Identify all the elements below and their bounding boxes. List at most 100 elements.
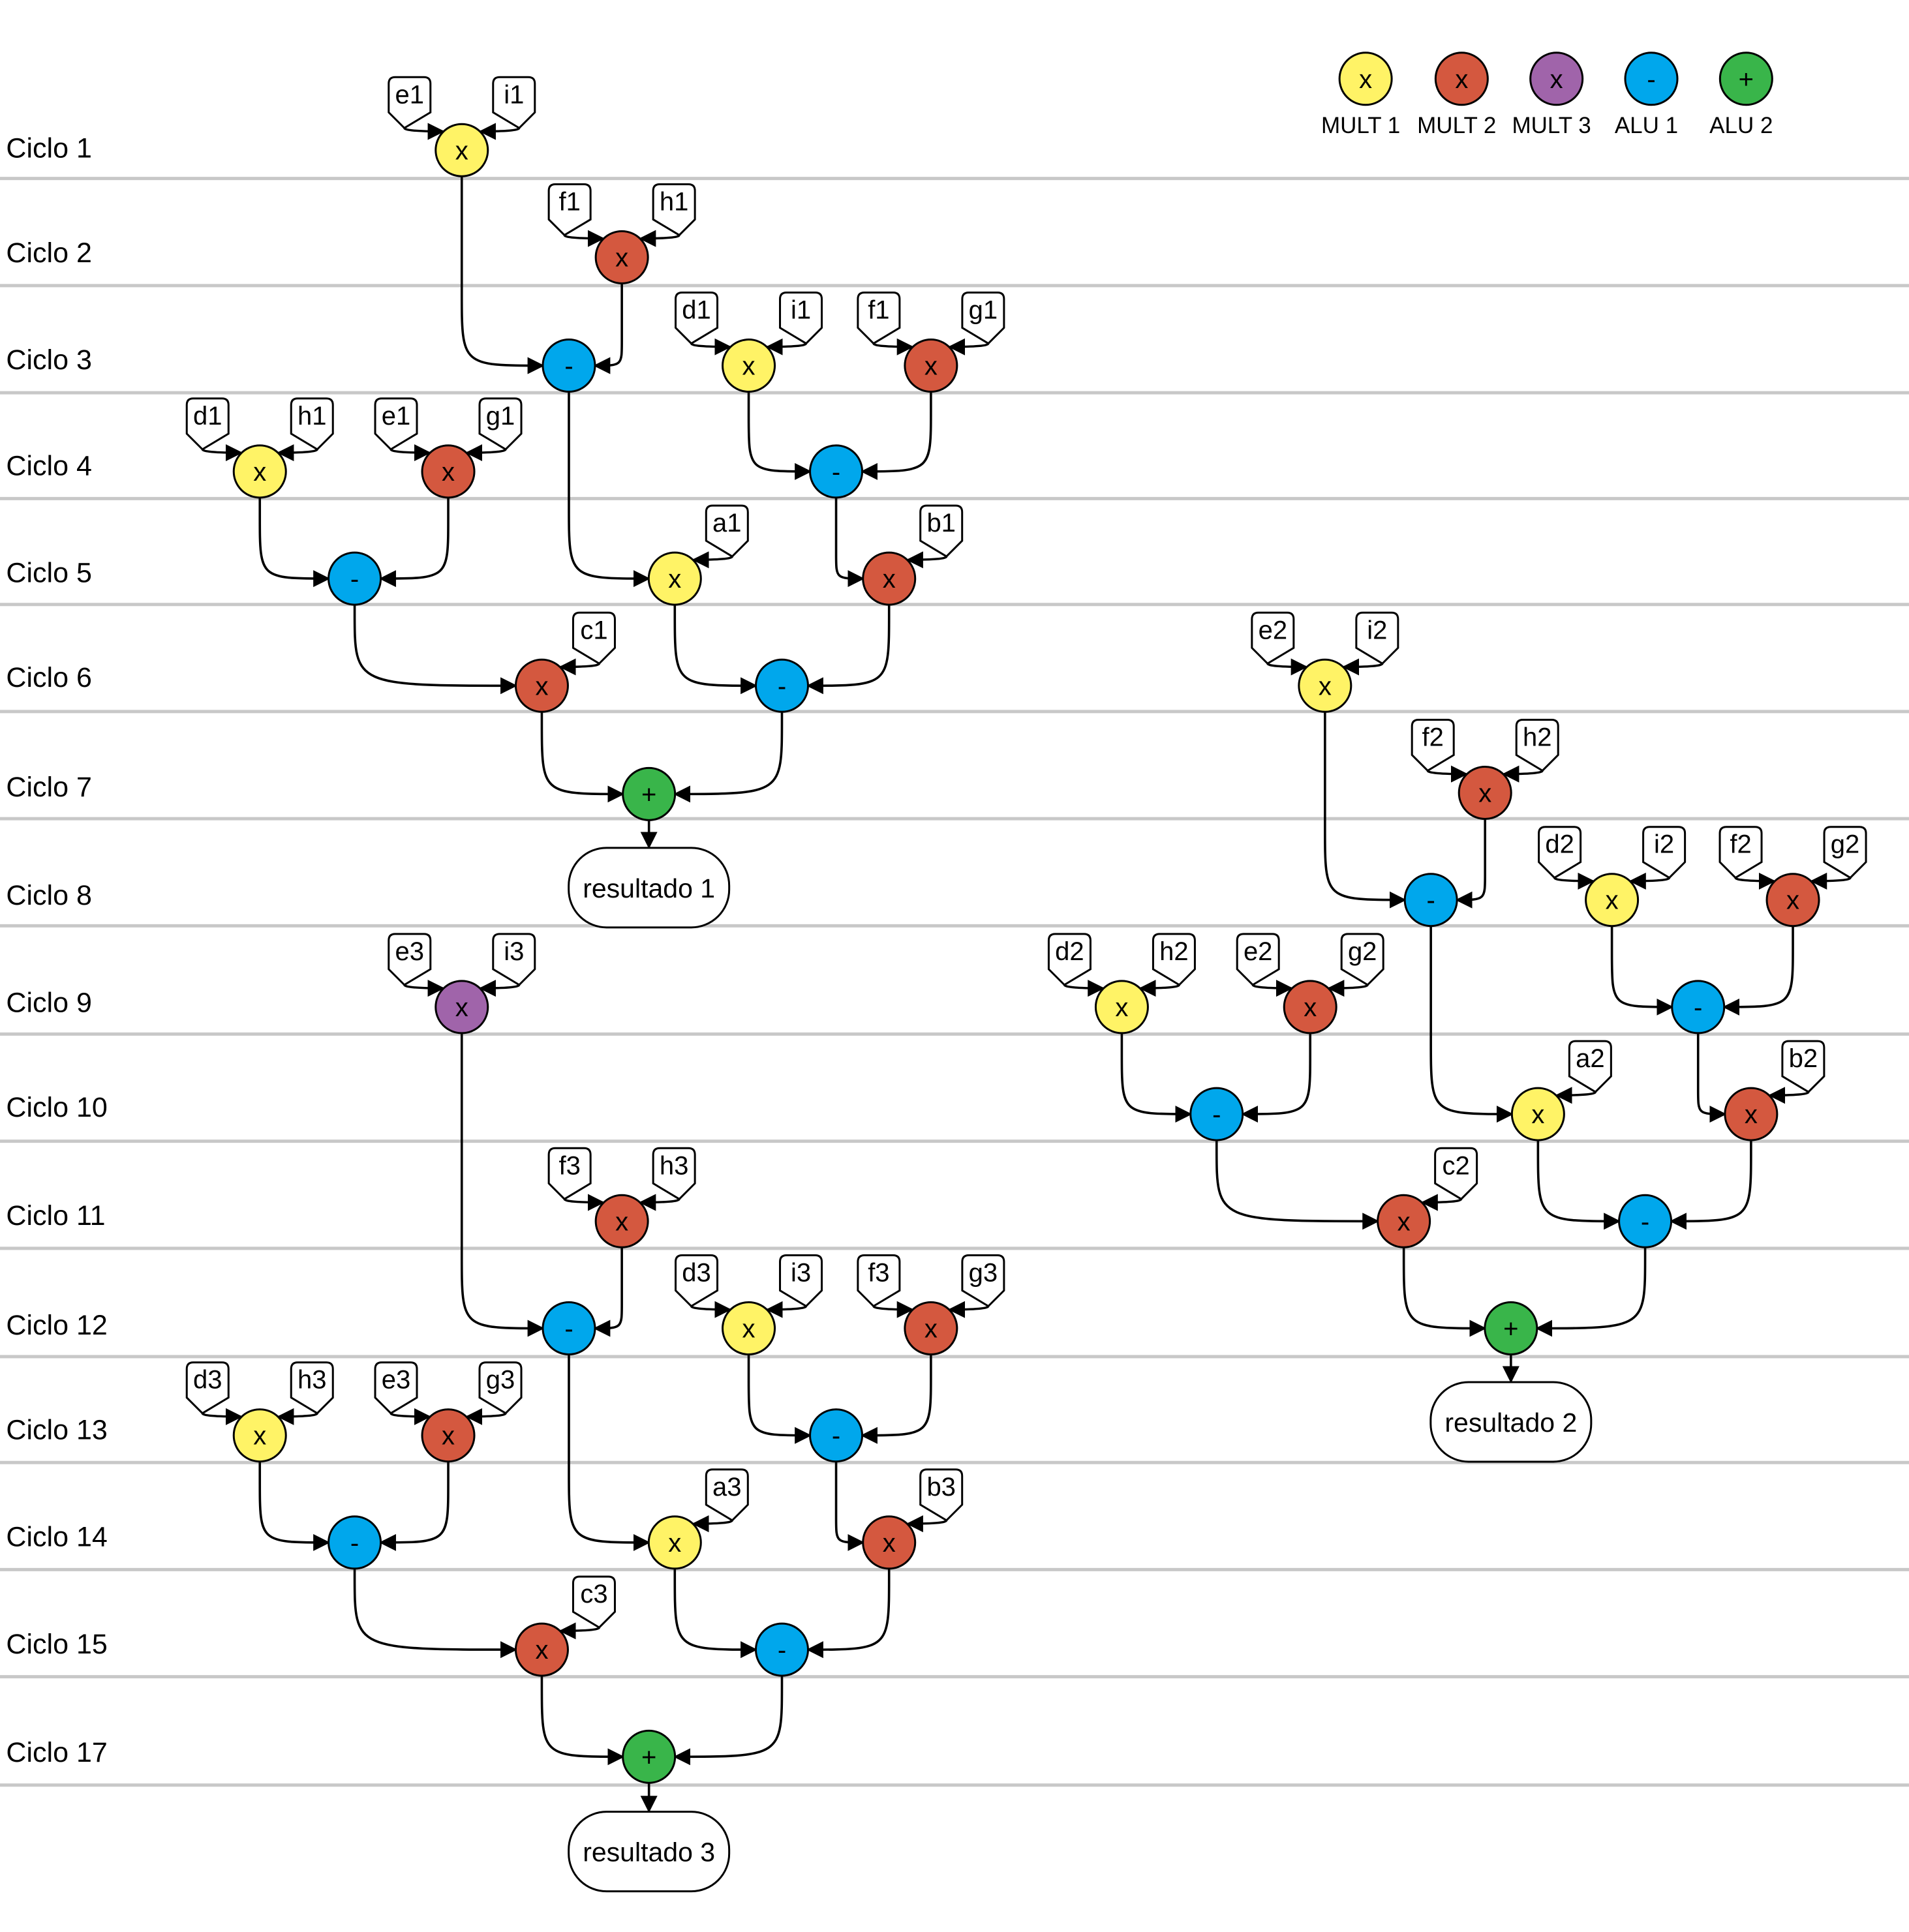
op-node-mult1: x: [1510, 1087, 1565, 1141]
result-label: resultado 1: [583, 873, 715, 903]
op-node-mult2: x: [862, 551, 917, 606]
op-node-alu1: -: [1618, 1194, 1673, 1248]
op-node-mult2: x: [1377, 1194, 1431, 1248]
input-tag: c2: [1420, 1147, 1478, 1211]
cycle-label: Ciclo 14: [6, 1522, 107, 1553]
op-node-mult2: x: [1765, 873, 1820, 928]
edge-M9-P1: [1402, 1247, 1487, 1337]
op-symbol: x: [924, 1315, 938, 1344]
op-node-mult1: x: [1094, 980, 1149, 1034]
result-node: resultado 3: [568, 1811, 731, 1893]
input-tag: d3: [675, 1254, 732, 1318]
edge-s2-m9: [353, 605, 518, 695]
op-symbol: +: [1503, 1315, 1518, 1344]
edge-S1-M7: [1429, 926, 1514, 1123]
op-symbol: x: [1115, 993, 1128, 1022]
input-tag: h2: [1138, 933, 1196, 997]
op-symbol: x: [1397, 1207, 1411, 1236]
edge-m7-s4: [673, 605, 758, 695]
op-symbol: x: [253, 1422, 266, 1451]
op-node-mult2: x: [514, 1622, 569, 1677]
tag-label: g2: [1348, 937, 1377, 966]
edge-m3-s3: [747, 391, 812, 480]
edge-t4-q1: [673, 1676, 784, 1766]
cycle-label: Ciclo 3: [6, 344, 91, 376]
op-symbol: -: [778, 1636, 786, 1665]
tag-label: d2: [1055, 937, 1084, 966]
tag-label: h1: [298, 402, 327, 430]
result-label: resultado 3: [583, 1837, 715, 1867]
input-tag: b3: [906, 1468, 964, 1533]
op-node-mult2: x: [421, 1408, 476, 1463]
tag-label: f1: [558, 187, 580, 216]
edge-m4-s3: [860, 391, 932, 480]
input-tag: h3: [639, 1147, 696, 1211]
result-node: resultado 1: [568, 847, 731, 929]
legend-label: MULT 2: [1417, 113, 1496, 138]
tag-label: f3: [558, 1151, 580, 1180]
edge-S4-P1: [1535, 1247, 1647, 1337]
op-node-mult2: x: [421, 444, 476, 499]
tag-label: f1: [868, 296, 889, 325]
dataflow-edges: [258, 176, 1794, 1813]
op-symbol: x: [1304, 993, 1317, 1022]
tag-label: e1: [382, 402, 411, 430]
legend-label: MULT 1: [1321, 113, 1400, 138]
tag-label: h2: [1523, 723, 1552, 751]
edge-n5-t2: [258, 1461, 331, 1551]
tag-label: b3: [926, 1473, 956, 1502]
input-tag: d3: [185, 1361, 243, 1425]
input-tag: d2: [1538, 826, 1595, 890]
op-symbol: x: [455, 993, 468, 1022]
input-tag: i3: [765, 1254, 823, 1318]
legend-symbol: x: [1455, 65, 1468, 94]
op-node-mult2: x: [862, 1515, 917, 1570]
input-tag: f3: [857, 1254, 914, 1318]
op-symbol: -: [1694, 993, 1702, 1022]
tag-label: d3: [682, 1259, 711, 1288]
op-node-alu1: -: [328, 551, 382, 606]
input-tag: h3: [277, 1361, 334, 1425]
tag-label: i2: [1367, 616, 1387, 644]
input-tag: e2: [1236, 933, 1293, 997]
cycle-label: Ciclo 13: [6, 1414, 107, 1445]
tag-label: b1: [926, 509, 956, 537]
op-node-alu1: -: [542, 339, 596, 393]
tag-label: f3: [868, 1259, 889, 1288]
cycle-label: Ciclo 2: [6, 237, 91, 269]
cycle-label: Ciclo 4: [6, 451, 91, 482]
edge-M5-S2: [1120, 1033, 1193, 1123]
edge-n1-t1: [460, 1033, 545, 1337]
tag-label: i3: [504, 937, 524, 966]
edge-S3-M8: [1696, 1033, 1727, 1123]
op-symbol: x: [742, 1315, 756, 1344]
tag-label: a2: [1576, 1044, 1605, 1073]
legend-symbol: +: [1739, 65, 1754, 94]
op-node-mult1: x: [1298, 658, 1352, 713]
edge-m2-s1: [593, 283, 623, 374]
input-tag: g3: [465, 1361, 523, 1425]
tag-label: i1: [791, 296, 811, 325]
input-tag: e3: [388, 933, 445, 997]
result-label: resultado 2: [1444, 1408, 1577, 1438]
input-tag: f1: [857, 292, 914, 355]
cycle-label: Ciclo 10: [6, 1092, 107, 1123]
tag-label: b2: [1789, 1044, 1818, 1073]
edge-M8-S4: [1669, 1140, 1752, 1230]
op-node-mult1: x: [1585, 873, 1640, 928]
cycle-rules: [0, 177, 1909, 1787]
tag-label: d3: [193, 1366, 222, 1395]
tag-label: e3: [395, 937, 425, 966]
tag-label: h1: [660, 187, 689, 216]
input-tag: h1: [639, 183, 696, 247]
op-node-mult1: x: [647, 1515, 702, 1570]
edge-s3-m8: [834, 497, 865, 588]
input-tag: e1: [374, 397, 431, 462]
op-node-alu2: +: [622, 766, 677, 821]
input-tag: g2: [1327, 933, 1384, 997]
legend-symbol: x: [1550, 65, 1563, 94]
input-tag: d2: [1047, 933, 1105, 997]
